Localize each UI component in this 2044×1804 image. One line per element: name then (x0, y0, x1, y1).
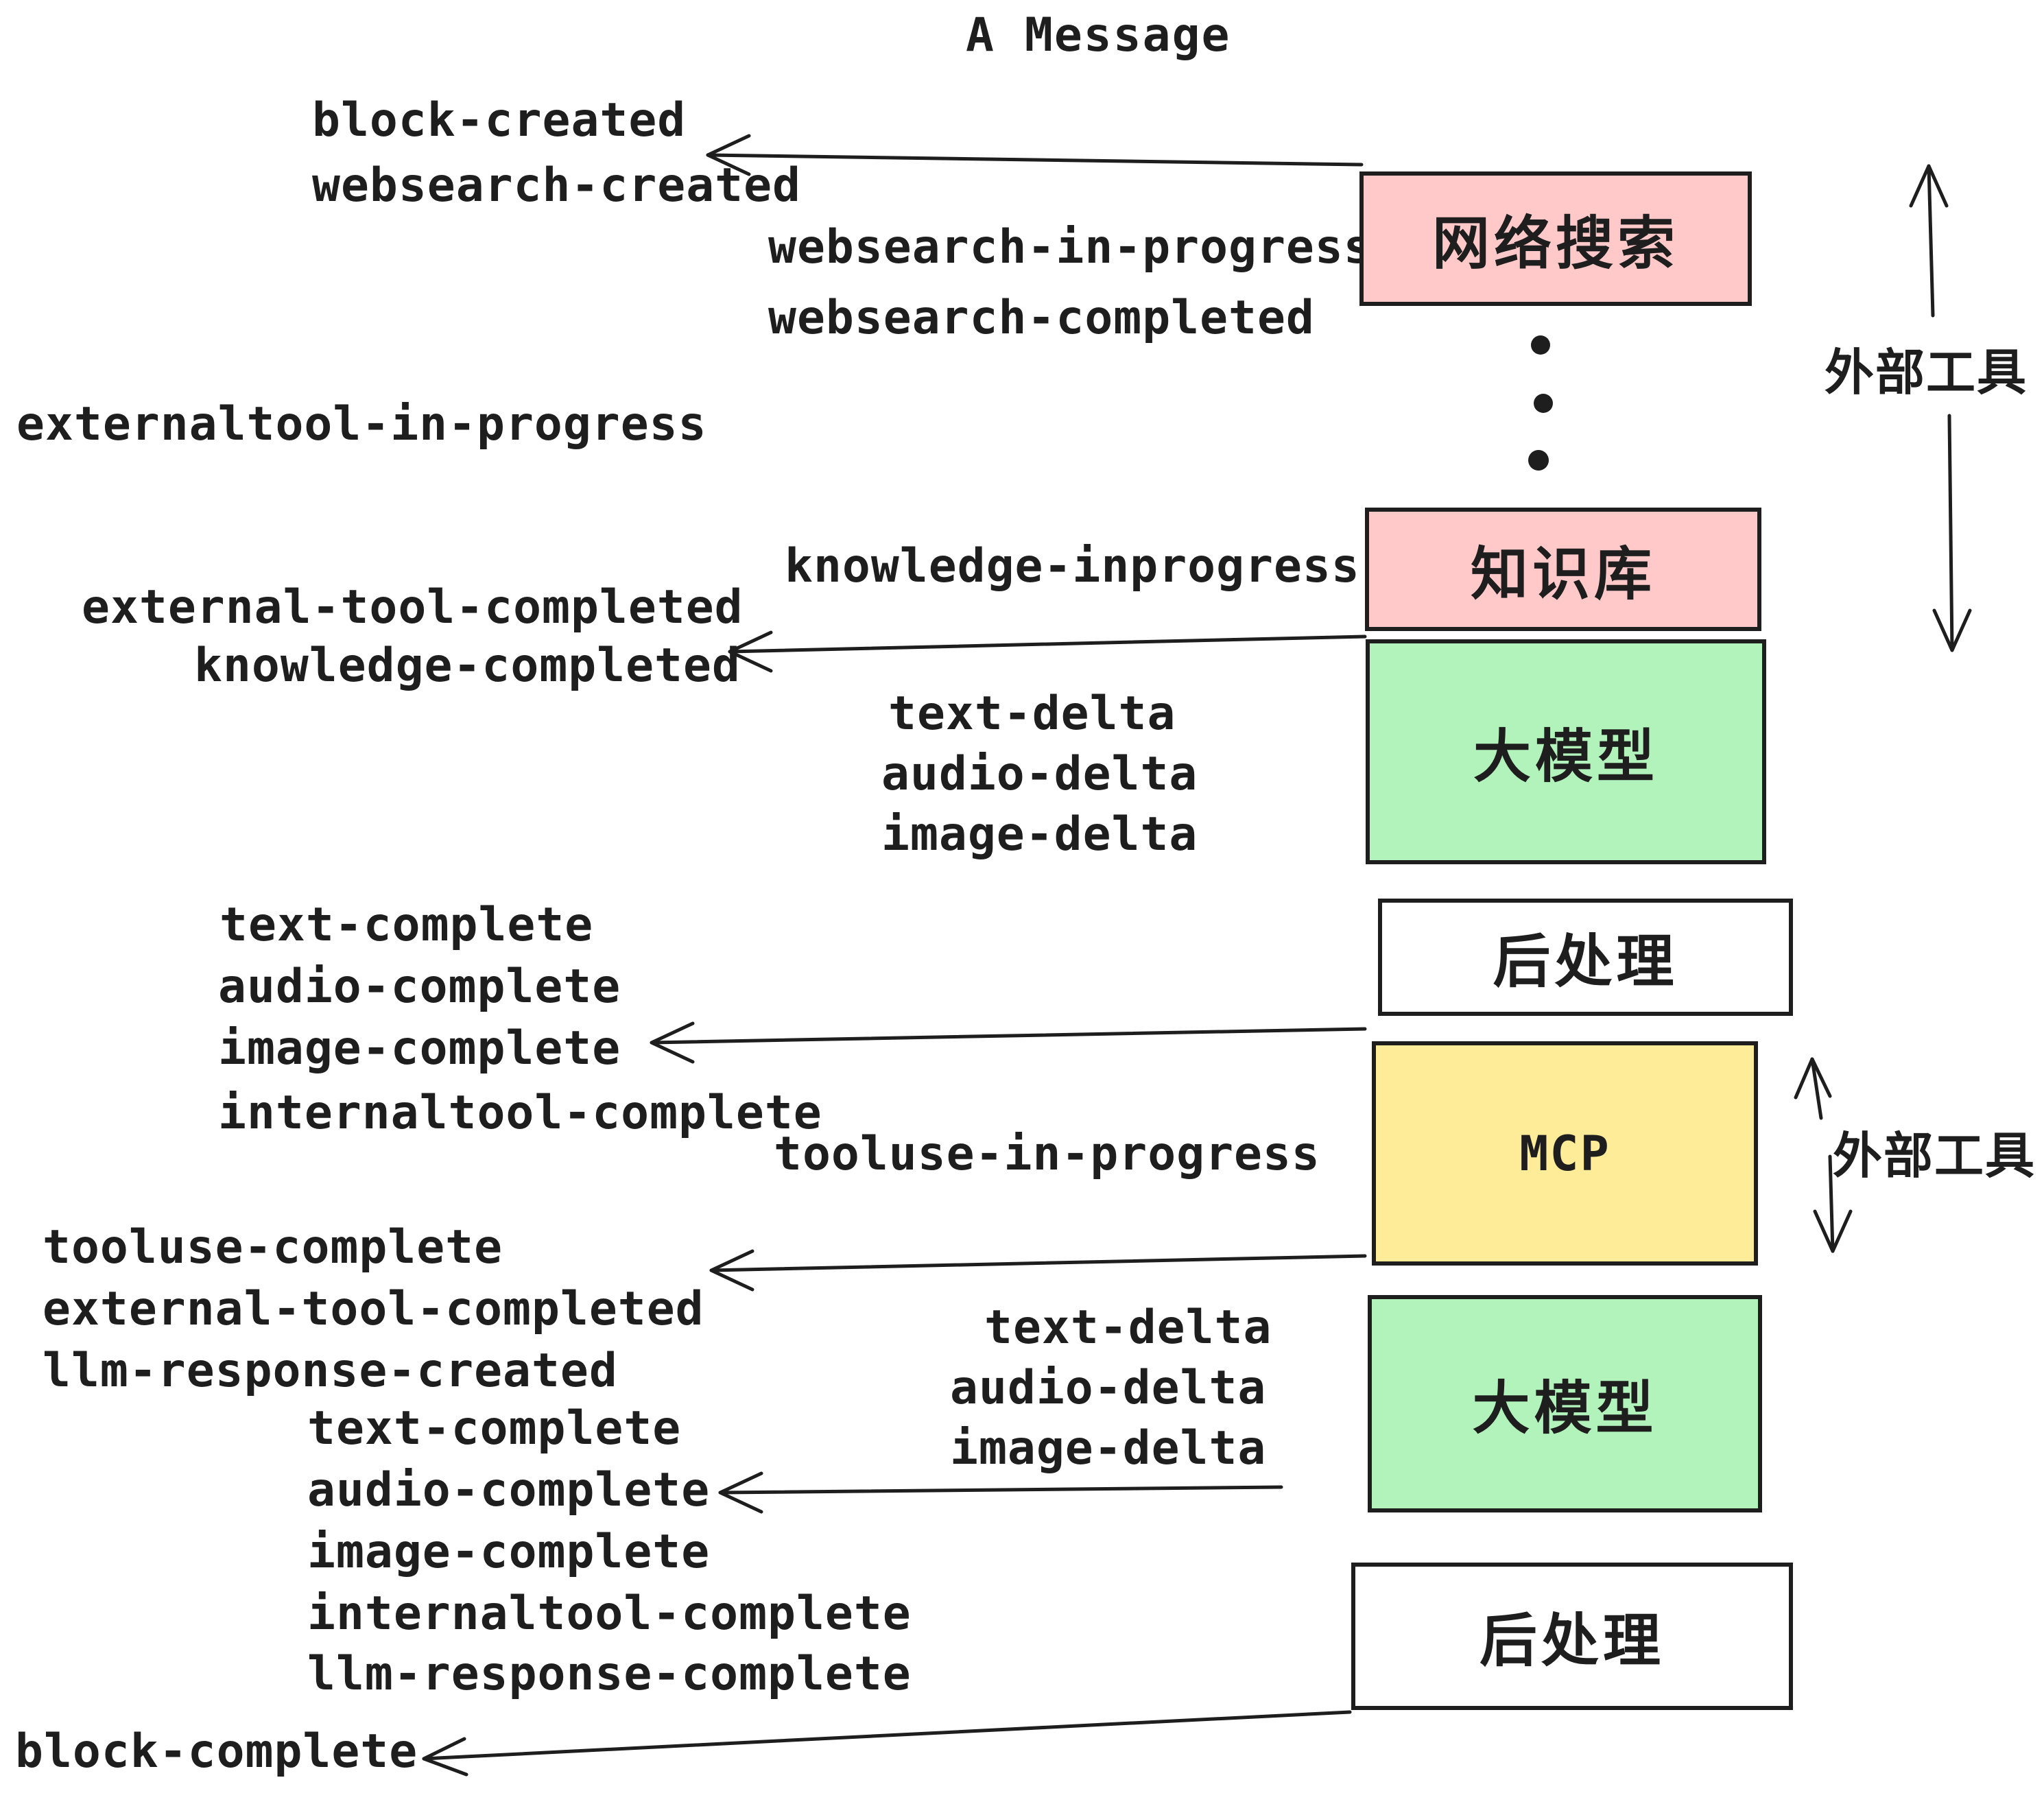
llm-box-bottom-label: 大模型 (1472, 1375, 1658, 1442)
llm-box-top-label: 大模型 (1473, 722, 1659, 790)
websearch-box: 网络搜索 (1359, 171, 1752, 306)
postprocess-box-bottom-label: 后处理 (1479, 1607, 1665, 1674)
llm-box-bottom: 大模型 (1368, 1295, 1762, 1512)
event-image-complete-1: image-complete (218, 1021, 621, 1076)
external-tools-label-top: 外部工具 (1825, 344, 2028, 401)
arrow-block-complete (422, 1710, 1352, 1777)
arrow-websearch-created (706, 134, 1364, 176)
event-image-delta-1: image-delta (881, 807, 1198, 862)
arrow-image-complete (650, 1021, 1367, 1064)
external-tools-mid-up-arrow (1794, 1057, 1832, 1120)
event-text-complete-1: text-complete (219, 898, 594, 952)
event-tooluse-in-progress: tooluse-in-progress (774, 1127, 1320, 1181)
arrow-knowledge-completed (728, 630, 1367, 673)
postprocess-box-top-label: 后处理 (1493, 928, 1678, 995)
event-knowledge-inprogress: knowledge-inprogress (785, 539, 1360, 593)
arrow-audio-complete (718, 1471, 1283, 1514)
event-llm-response-complete: llm-response-complete (307, 1647, 912, 1701)
event-block-created: block-created (312, 93, 687, 147)
event-audio-complete-1: audio-complete (218, 960, 621, 1014)
websearch-box-label: 网络搜索 (1431, 209, 1679, 277)
event-image-delta-2: image-delta (950, 1421, 1267, 1475)
diagram-title: A Message (966, 8, 1231, 62)
external-tools-label-mid: 外部工具 (1833, 1127, 2036, 1185)
event-image-complete-2: image-complete (307, 1525, 711, 1579)
mcp-box: MCP (1372, 1041, 1758, 1266)
knowledge-box: 知识库 (1365, 508, 1761, 631)
event-audio-complete-2: audio-complete (307, 1463, 711, 1517)
event-block-complete: block-complete (15, 1724, 418, 1779)
event-text-delta-1: text-delta (888, 687, 1176, 741)
event-internaltool-complete-2: internaltool-complete (307, 1587, 912, 1641)
postprocess-box-top: 后处理 (1378, 899, 1793, 1016)
knowledge-box-label: 知识库 (1470, 540, 1656, 608)
event-websearch-in-progress: websearch-in-progress (768, 220, 1372, 274)
event-websearch-completed: websearch-completed (768, 291, 1315, 345)
event-external-tool-completed-1: external-tool-completed (82, 580, 744, 634)
external-tools-top-up-arrow (1909, 164, 1949, 318)
event-tooluse-complete: tooluse-complete (43, 1220, 503, 1274)
event-text-delta-2: text-delta (984, 1301, 1272, 1355)
event-externaltool-in-progress: externaltool-in-progress (16, 397, 707, 451)
external-tools-top-down-arrow (1932, 414, 1972, 652)
event-audio-delta-2: audio-delta (950, 1361, 1267, 1415)
mcp-box-label: MCP (1519, 1125, 1611, 1182)
event-llm-response-created: llm-response-created (43, 1344, 618, 1398)
event-websearch-created: websearch-created (312, 158, 801, 213)
event-text-complete-2: text-complete (307, 1401, 682, 1456)
llm-box-top: 大模型 (1366, 639, 1766, 864)
arrow-tooluse-complete (709, 1249, 1367, 1292)
ellipsis-dots (1528, 335, 1553, 471)
postprocess-box-bottom: 后处理 (1351, 1563, 1793, 1710)
event-knowledge-completed: knowledge-completed (194, 639, 741, 693)
event-internaltool-complete-1: internaltool-complete (218, 1086, 822, 1140)
event-audio-delta-1: audio-delta (881, 747, 1198, 801)
event-external-tool-completed-2: external-tool-completed (43, 1282, 704, 1336)
